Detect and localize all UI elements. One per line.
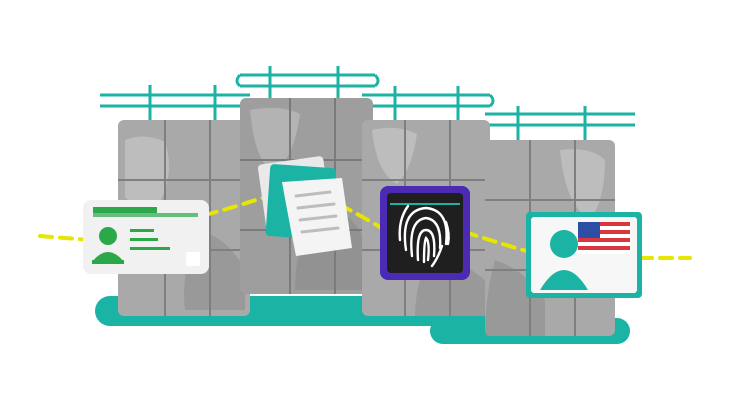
barbed-wire-fence bbox=[100, 66, 635, 140]
paper-documents-icon bbox=[257, 156, 352, 256]
green-id-card-icon bbox=[83, 200, 209, 274]
fingerprint-scanner-icon bbox=[380, 186, 470, 280]
us-flag bbox=[578, 222, 630, 254]
us-flag-id-icon bbox=[526, 212, 642, 298]
